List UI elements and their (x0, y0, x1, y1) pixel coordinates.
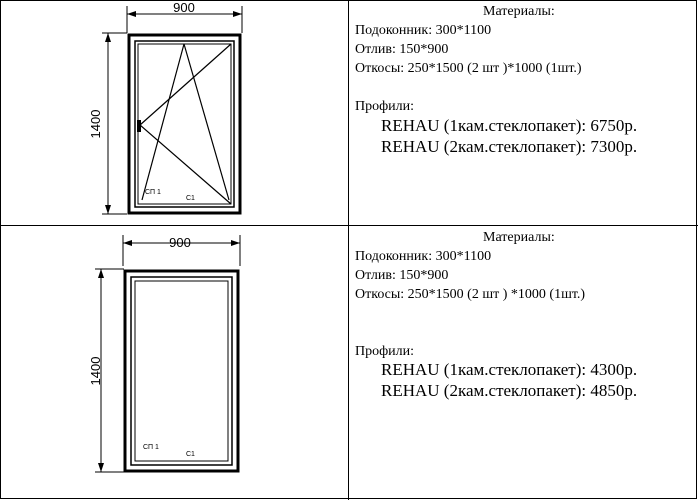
slopes-spec: Откосы: 250*1500 (2 шт )*1000 (1шт.) (355, 61, 582, 76)
sash-label: СП 1 (143, 444, 159, 451)
height-dimension-label: 1400 (88, 110, 103, 139)
window-drawing-1: 900 1400 СП 1 С1 (88, 0, 243, 215)
height-dimension-label: 1400 (88, 357, 103, 386)
window-drawing-2: 900 1400 СП 1 С1 (88, 235, 241, 473)
price-double-chamber: REHAU (2кам.стеклопакет): 4850р. (381, 381, 638, 400)
glass-label: С1 (186, 195, 195, 202)
sill-spec: Подоконник: 300*1100 (355, 23, 492, 38)
price-double-chamber: REHAU (2кам.стеклопакет): 7300р. (381, 137, 638, 156)
materials-title: Материалы: (483, 230, 555, 245)
ebb-spec: Отлив: 150*900 (355, 42, 449, 57)
width-dimension-label: 900 (169, 235, 191, 250)
profiles-label: Профили: (355, 99, 415, 114)
ebb-spec: Отлив: 150*900 (355, 268, 449, 283)
price-single-chamber: REHAU (1кам.стеклопакет): 4300р. (381, 360, 638, 379)
row-divider (0, 225, 698, 226)
width-dimension-label: 900 (173, 0, 195, 15)
price-single-chamber: REHAU (1кам.стеклопакет): 6750р. (381, 116, 638, 135)
sill-spec: Подоконник: 300*1100 (355, 249, 492, 264)
slopes-spec: Откосы: 250*1500 (2 шт ) *1000 (1шт.) (355, 287, 586, 302)
sash-label: СП 1 (145, 189, 161, 196)
profiles-label: Профили: (355, 344, 415, 359)
glass-label: С1 (186, 451, 195, 458)
column-divider (348, 0, 349, 500)
materials-title: Материалы: (483, 4, 555, 19)
